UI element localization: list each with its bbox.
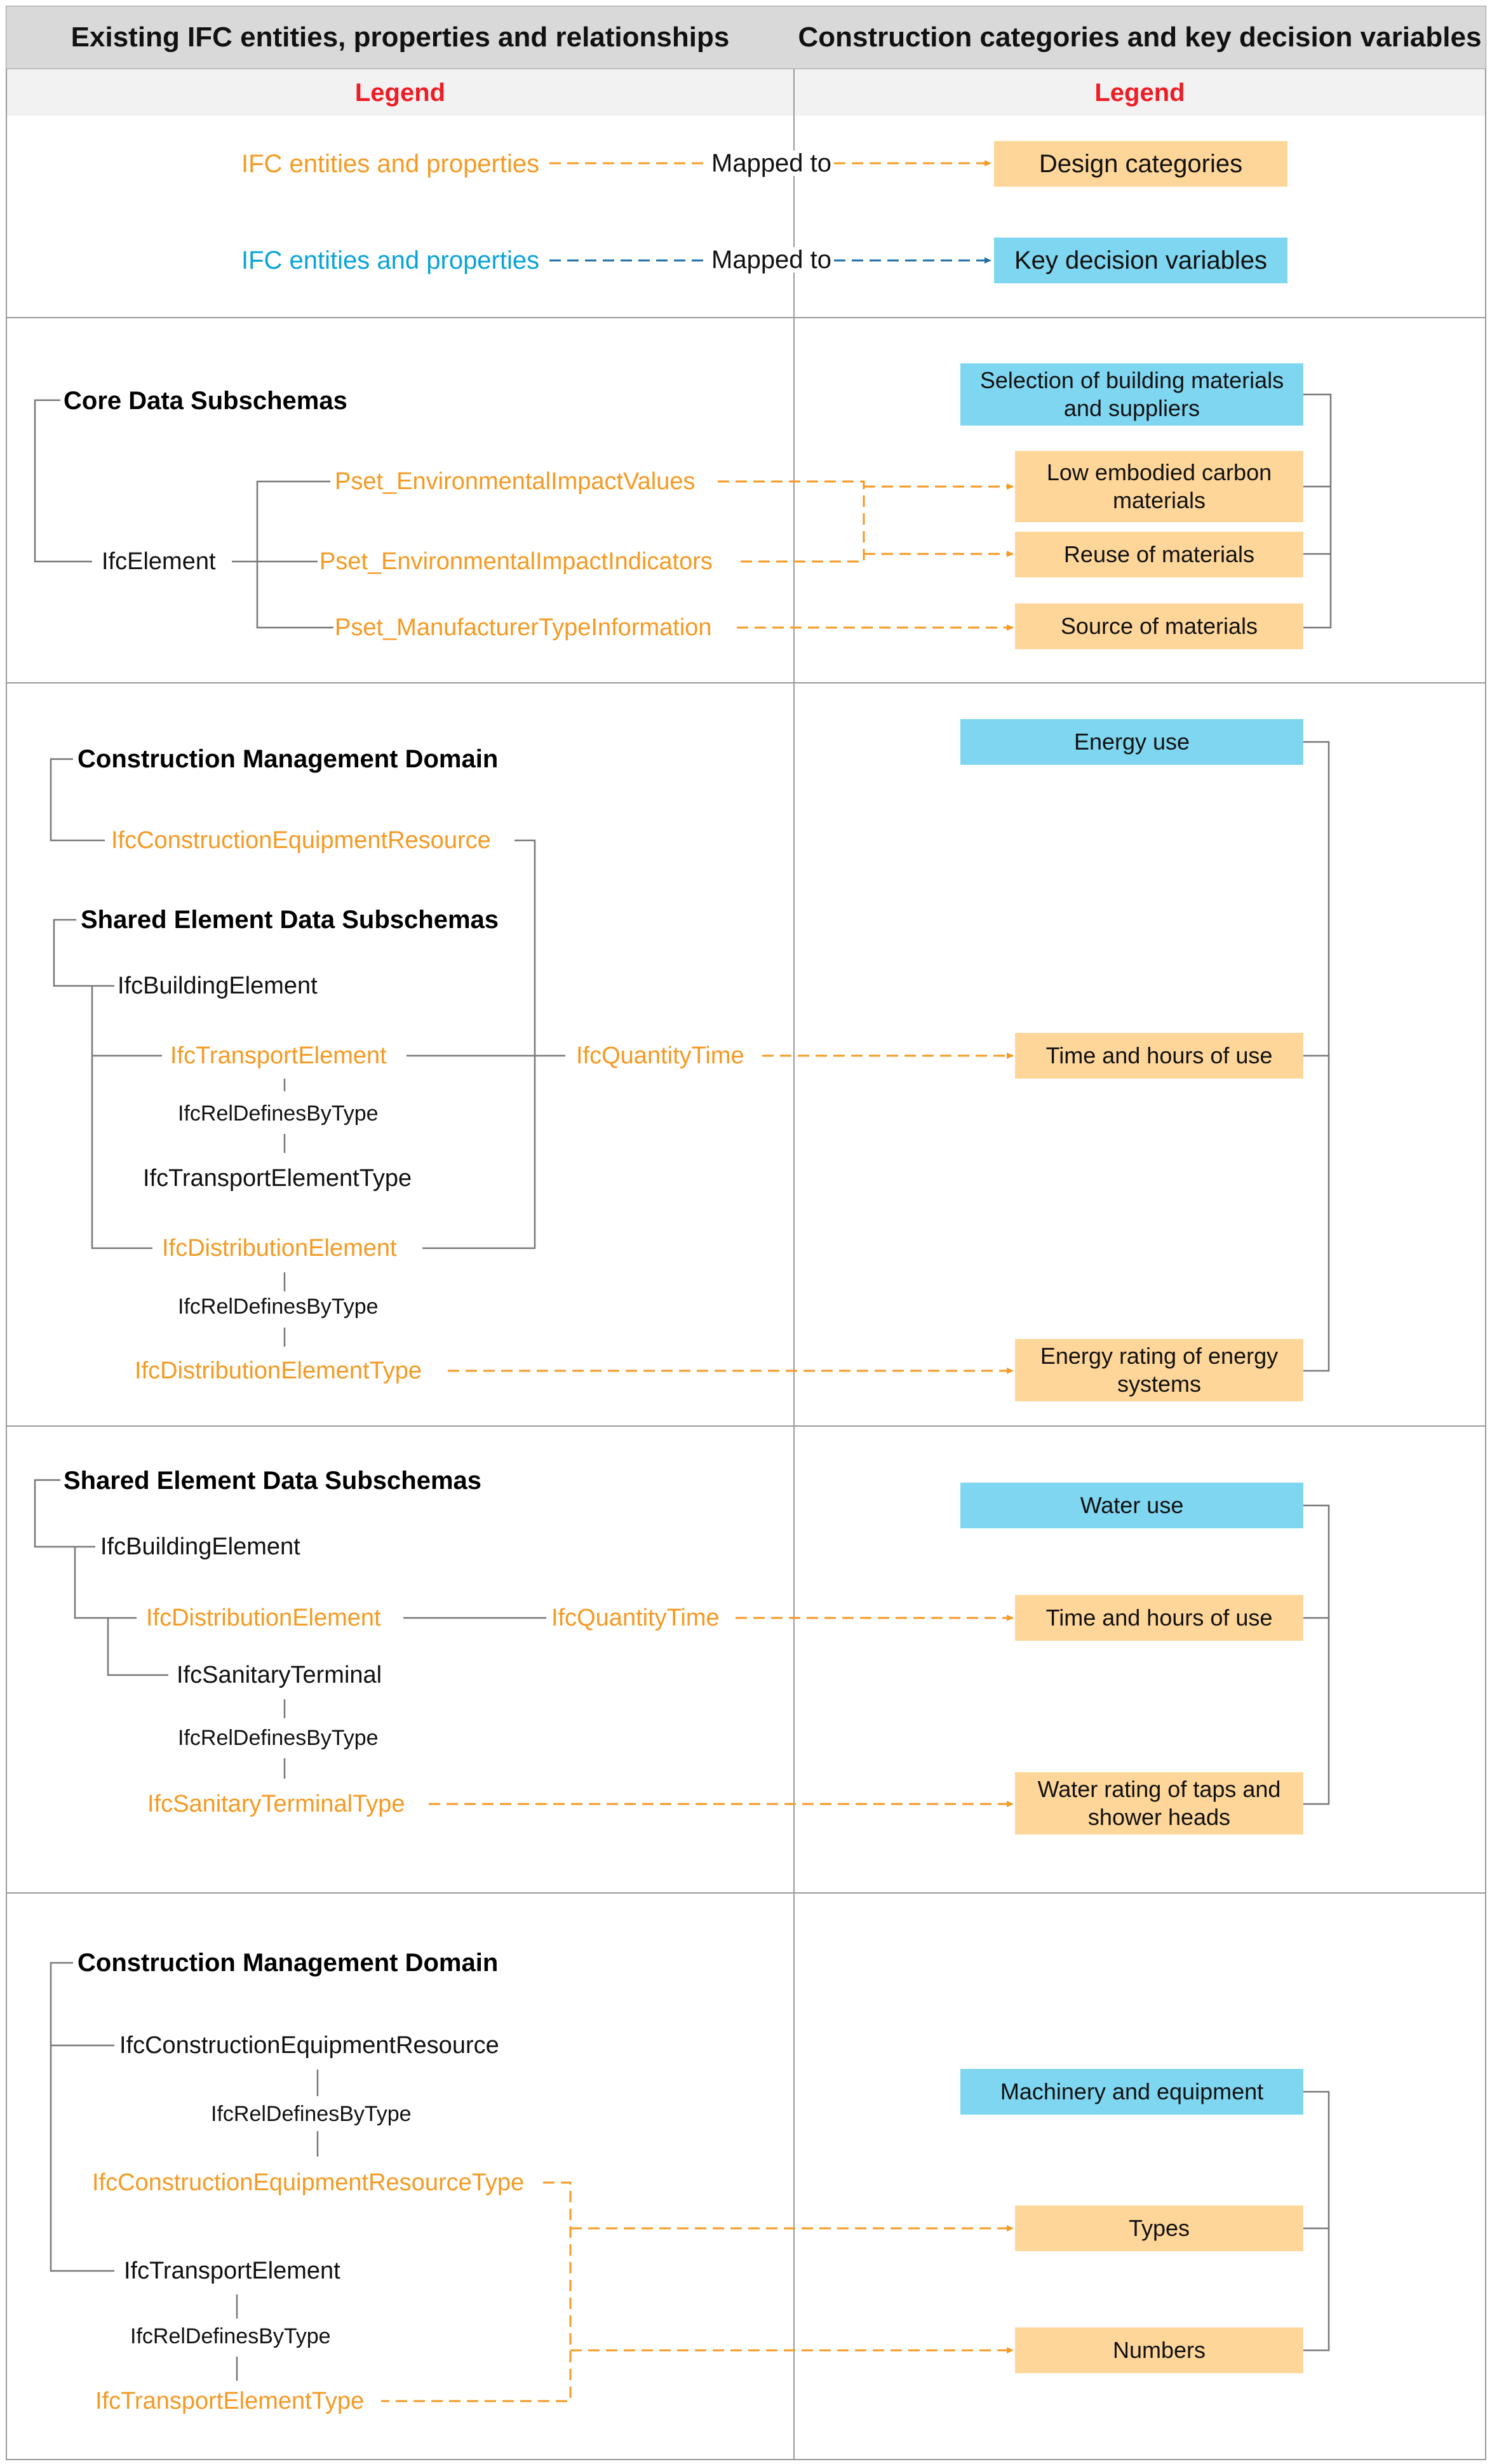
legend-design-categories: Design categories — [994, 141, 1287, 187]
category-water-rating: Water rating of taps and shower heads — [1015, 1772, 1303, 1835]
ifc-construction-equipment-resource-type: IfcConstructionEquipmentResourceType — [92, 2169, 525, 2196]
ifc-quantity-time: IfcQuantityTime — [576, 1042, 744, 1069]
category-reuse-of-materials: Reuse of materials — [1015, 532, 1303, 577]
category-numbers: Numbers — [1015, 2327, 1303, 2373]
legend-source-orange: IFC entities and properties — [241, 150, 540, 178]
key-water-use: Water use — [960, 1483, 1303, 1528]
construction-management-domain: Construction Management Domain — [77, 745, 499, 773]
shared-element-data-subschemas-2: Shared Element Data Subschemas — [64, 1467, 482, 1495]
ifc-quantity-time-2: IfcQuantityTime — [551, 1605, 720, 1631]
ifc-distribution-element-type: IfcDistributionElementType — [135, 1357, 422, 1384]
left-legend-title: Legend — [7, 70, 793, 116]
ifc-building-element-2: IfcBuildingElement — [100, 1533, 300, 1560]
ifc-transport-element-type: IfcTransportElementType — [143, 1165, 412, 1192]
category-time-and-hours-of-use: Time and hours of use — [1015, 1033, 1303, 1079]
right-column-header: Construction categories and key decision… — [794, 6, 1486, 69]
shared-element-data-subschemas: Shared Element Data Subschemas — [81, 906, 499, 934]
ifc-rel-defines-by-type: IfcRelDefinesByType — [178, 1101, 379, 1126]
pset-environmental-impact-indicators: Pset_EnvironmentalImpactIndicators — [319, 548, 713, 575]
key-energy-use: Energy use — [960, 719, 1303, 765]
ifc-sanitary-terminal: IfcSanitaryTerminal — [177, 1662, 382, 1688]
mapping-arrows — [381, 480, 1014, 2402]
ifc-transport-element: IfcTransportElement — [170, 1042, 387, 1069]
key-machinery-and-equipment: Machinery and equipment — [960, 2069, 1303, 2115]
ifc-rel-defines-by-type-5: IfcRelDefinesByType — [130, 2324, 331, 2348]
ifc-construction-equipment-resource: IfcConstructionEquipmentResource — [111, 827, 491, 854]
ifc-rel-defines-by-type-4: IfcRelDefinesByType — [211, 2102, 412, 2126]
legend-mapping-label-2: Mapped to — [709, 247, 835, 273]
category-time-and-hours-of-use-2: Time and hours of use — [1015, 1595, 1303, 1641]
category-types: Types — [1015, 2205, 1303, 2251]
ifc-sanitary-terminal-type: IfcSanitaryTerminalType — [147, 1791, 405, 1817]
ifc-element: IfcElement — [102, 548, 216, 575]
category-source-of-materials: Source of materials — [1015, 603, 1303, 649]
key-selection-of-materials: Selection of building materials and supp… — [960, 363, 1303, 426]
ifc-distribution-element: IfcDistributionElement — [162, 1235, 397, 1262]
tree-lines — [34, 393, 1332, 2381]
ifc-transport-element-type-2: IfcTransportElementType — [95, 2388, 365, 2414]
core-data-subschemas: Core Data Subschemas — [64, 387, 347, 415]
pset-manufacturer-type-information: Pset_ManufacturerTypeInformation — [335, 614, 712, 641]
ifc-construction-equipment-resource-2: IfcConstructionEquipmentResource — [119, 2032, 499, 2059]
right-legend-title: Legend — [795, 70, 1485, 116]
ifc-rel-defines-by-type-3: IfcRelDefinesByType — [178, 1726, 379, 1750]
ifc-building-element: IfcBuildingElement — [118, 973, 318, 999]
legend-key-decision-variables: Key decision variables — [994, 238, 1287, 283]
legend-mapping-label: Mapped to — [709, 151, 835, 176]
construction-management-domain-2: Construction Management Domain — [77, 1949, 499, 1977]
category-energy-rating: Energy rating of energy systems — [1015, 1339, 1303, 1401]
left-column-header: Existing IFC entities, properties and re… — [6, 6, 794, 69]
ifc-transport-element-2: IfcTransportElement — [124, 2258, 340, 2284]
ifc-distribution-element-2: IfcDistributionElement — [146, 1605, 381, 1631]
legend-source-blue: IFC entities and properties — [241, 246, 540, 274]
pset-environmental-impact-values: Pset_EnvironmentalImpactValues — [335, 468, 696, 495]
ifc-rel-defines-by-type-2: IfcRelDefinesByType — [178, 1295, 379, 1319]
category-low-embodied-carbon: Low embodied carbon materials — [1015, 451, 1303, 522]
